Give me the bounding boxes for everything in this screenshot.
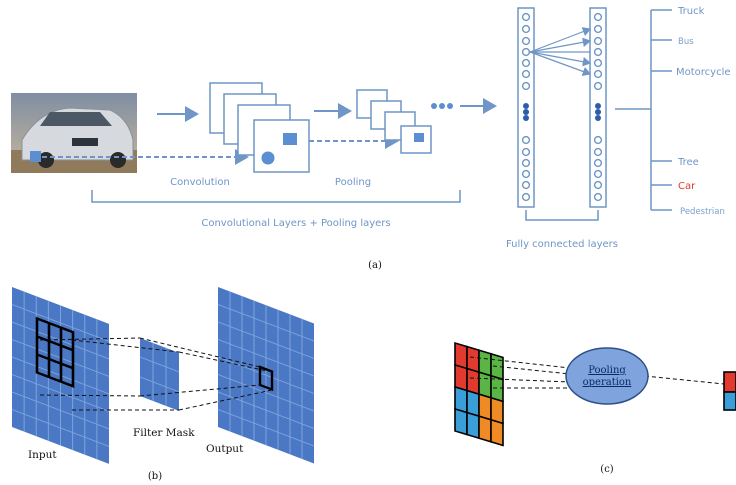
grid-line: [218, 339, 314, 377]
filter-mask-label: Filter Mask: [133, 427, 195, 439]
car-photo: [11, 93, 137, 173]
fc-connections: [529, 27, 592, 77]
grid-line: [12, 304, 109, 342]
pooling-output-grid: [723, 371, 736, 411]
pooling-operation-line1: Pooling: [588, 365, 626, 376]
fc-neuron: [521, 24, 531, 34]
caption-c: (c): [600, 464, 614, 475]
fc-neuron: [593, 81, 603, 91]
conv-circle-marker: [261, 151, 275, 165]
fc-bracket: [525, 210, 599, 221]
grid-line: [12, 374, 109, 412]
fc-neuron: [593, 58, 603, 68]
fc-neuron: [521, 47, 531, 57]
panel-b: Input Filter Mask Output (b): [12, 287, 314, 482]
output-label-motorcycle: Motorcycle: [676, 67, 731, 78]
convolution-label: Convolution: [170, 177, 230, 188]
fc-neuron: [521, 192, 531, 202]
fc-neuron: [521, 147, 531, 157]
fc-neuron: [521, 69, 531, 79]
pooling-dashed-lines: [469, 356, 725, 389]
fc-neuron: [593, 192, 603, 202]
fc-neuron: [521, 81, 531, 91]
fc-neuron: [593, 169, 603, 179]
output-label-car: Car: [678, 181, 696, 192]
fc-neuron: [593, 12, 603, 22]
conv-square-marker: [283, 133, 297, 145]
pooling-label: Pooling: [335, 177, 371, 188]
pooling-operation-node: [565, 347, 649, 405]
fc-neuron: [521, 158, 531, 168]
fc-neuron: [521, 180, 531, 190]
pooling-operation-line2: operation: [583, 377, 632, 388]
fc-neuron: [521, 36, 531, 46]
pooling-feature-maps: [356, 89, 432, 154]
grid-line: [218, 321, 314, 359]
fc-neuron: [521, 58, 531, 68]
output-label-bus: Bus: [678, 37, 694, 47]
fc-neuron: [593, 24, 603, 34]
fc-neuron: [521, 12, 531, 22]
pool-square-marker: [414, 133, 424, 142]
conv-pool-bracket: [91, 190, 461, 203]
fc-neuron: [593, 158, 603, 168]
fc-neuron: [593, 47, 603, 57]
fc-neurons: [521, 12, 603, 202]
fc-neuron: [593, 135, 603, 145]
output-label-pedestrian: Pedestrian: [680, 207, 725, 217]
fc-ellipsis-dot: [523, 103, 529, 109]
output-tree: [615, 9, 672, 211]
fc-ellipsis-dot: [595, 103, 601, 109]
pooling-input-grid: [454, 341, 504, 447]
fc-neuron: [593, 69, 603, 79]
fc-ellipsis-dot: [595, 109, 601, 115]
fc-layers-label: Fully connected layers: [506, 239, 618, 250]
grid-line: [218, 356, 314, 394]
conv-pool-layers-label: Convolutional Layers + Pooling layers: [201, 218, 390, 229]
grid-line: [218, 304, 314, 342]
grid-line: [218, 409, 314, 447]
output-label: Output: [206, 443, 244, 455]
fc-neuron: [593, 180, 603, 190]
caption-a: (a): [368, 260, 382, 271]
fc-ellipsis-dot: [523, 109, 529, 115]
fc-ellipsis-dot: [595, 115, 601, 121]
fc-neuron: [521, 169, 531, 179]
panel-c: Pooling operation (c): [454, 341, 736, 475]
fc-neuron: [521, 135, 531, 145]
input-label: Input: [28, 449, 57, 461]
fc-ellipsis-dot: [523, 115, 529, 121]
output-label-tree: Tree: [677, 157, 699, 168]
grid-line: [12, 391, 109, 430]
fc-neuron: [593, 36, 603, 46]
input-grid: [12, 287, 109, 464]
convolution-feature-maps: [209, 82, 310, 173]
ellipsis-dots: [431, 103, 453, 109]
output-grid: [218, 287, 314, 464]
caption-b: (b): [148, 471, 162, 482]
grid-line: [218, 374, 314, 412]
panel-a: Convolution Pooling Convolutional Layers…: [11, 6, 731, 271]
filter-mask: [140, 338, 179, 411]
output-label-truck: Truck: [677, 6, 705, 17]
projection-lines: [39, 337, 273, 411]
fc-neuron: [593, 147, 603, 157]
grid-line: [12, 409, 109, 447]
